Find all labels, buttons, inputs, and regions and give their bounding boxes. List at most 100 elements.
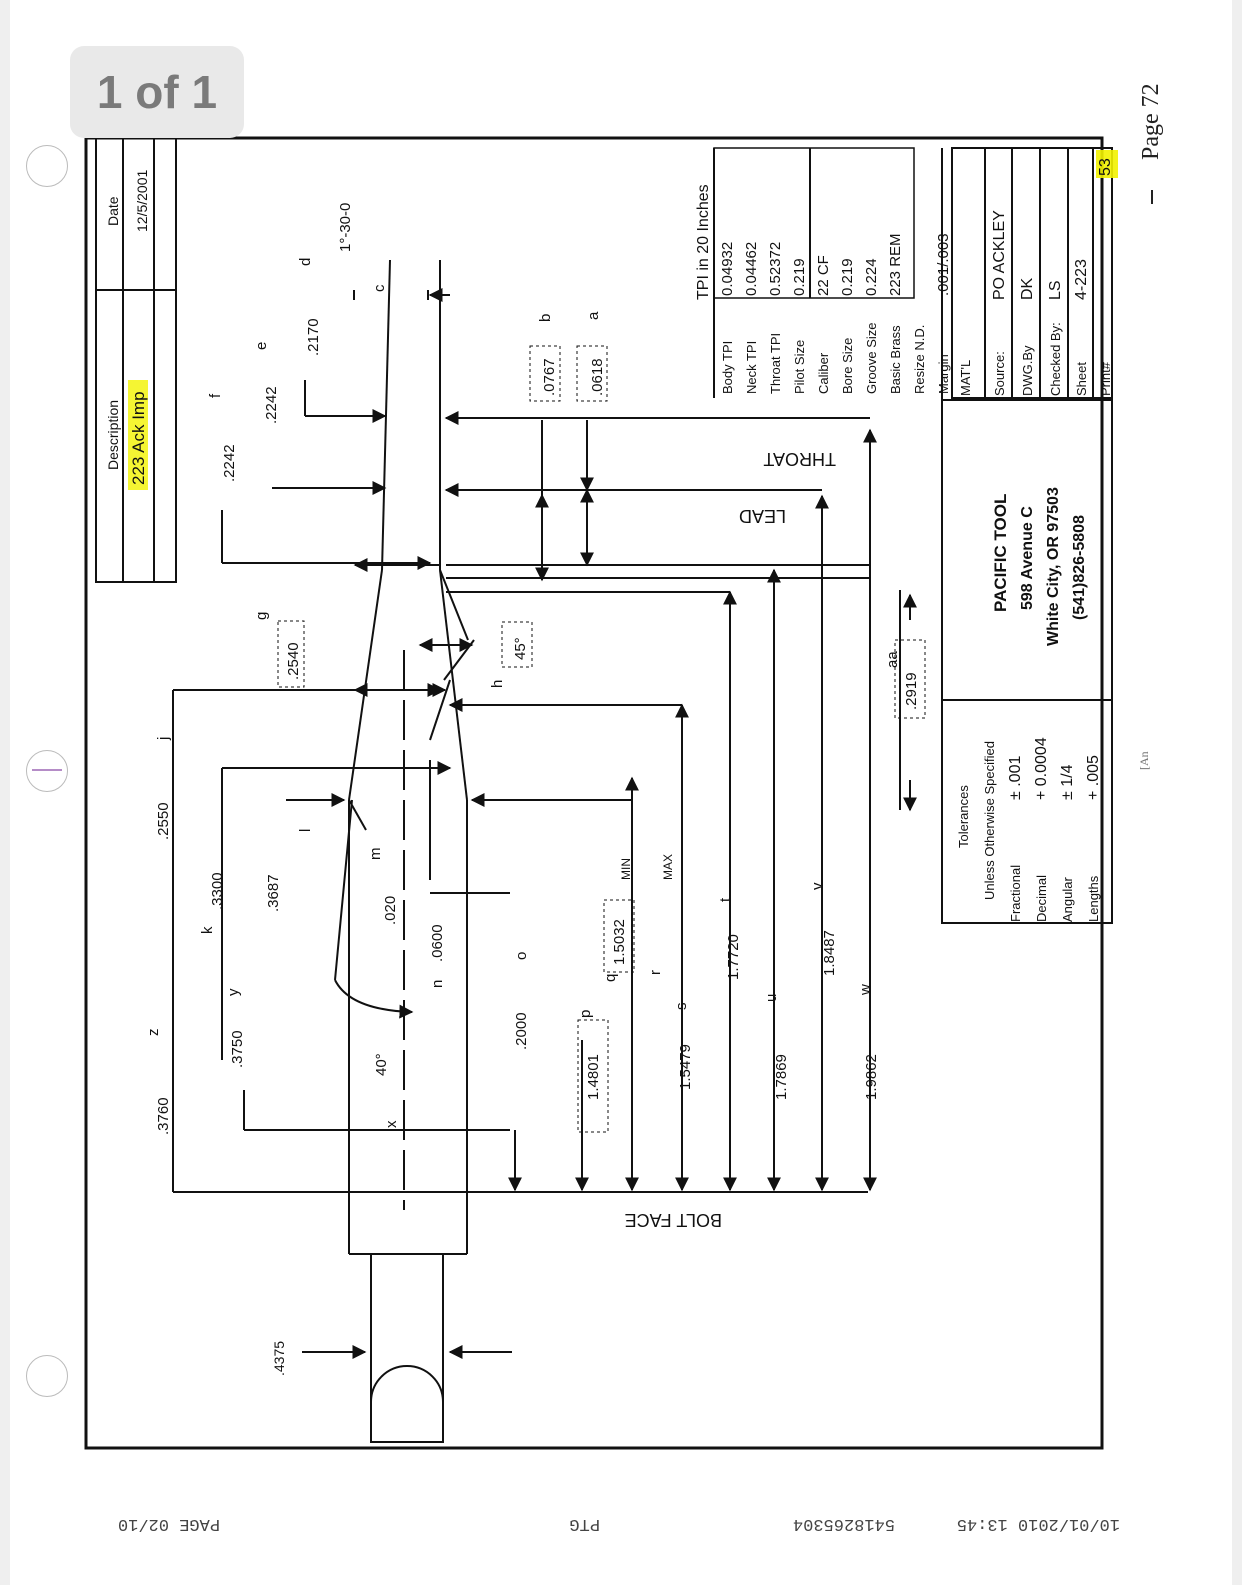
dim-l: l — [297, 829, 314, 832]
info-row-value: PO ACKLEY — [991, 210, 1008, 300]
dim-b-val: .0767 — [541, 358, 558, 396]
dim-d-val: .2170 — [305, 318, 322, 356]
dim-o-val: .2000 — [513, 1012, 530, 1050]
info-row-label: Checked By: — [1048, 322, 1063, 396]
punch-hole — [26, 750, 68, 792]
page-indicator-text: 1 of 1 — [96, 66, 218, 118]
dim-q: q — [602, 974, 619, 982]
tpi-row-value: 22 CF — [815, 255, 832, 296]
info-row-label: Sheet — [1074, 362, 1089, 396]
tolerance-value: ± 1/4 — [1059, 764, 1076, 800]
tpi-row-value: 0.219 — [839, 258, 856, 296]
company-city: White City, OR 97503 — [1045, 487, 1062, 646]
dim-h-val: 45° — [512, 637, 529, 660]
page-label: Page 72 — [1138, 83, 1164, 160]
tolerances-subtitle: Unless Otherwise Specified — [982, 741, 997, 900]
dim-u: u — [763, 994, 780, 1002]
dim-z-val: .3760 — [155, 1097, 172, 1135]
info-row-label: DWG.By — [1020, 345, 1035, 396]
dim-o: o — [513, 952, 530, 960]
tpi-row-value: 0.04932 — [719, 242, 736, 296]
dim-p: p — [577, 1010, 594, 1018]
date-label: Date — [105, 196, 121, 226]
tpi-row-label: Margin — [936, 354, 951, 394]
tpi-row-value: .001/.003 — [935, 233, 952, 296]
dim-max: MAX — [661, 854, 675, 880]
dim-n-val: .0600 — [429, 924, 446, 962]
dim-m-val: .020 — [382, 896, 399, 925]
dim-x: x — [383, 1120, 400, 1128]
info-row-value: 53 — [1097, 158, 1114, 176]
document-page: 1 of 1 — [10, 0, 1232, 1585]
description-label: Description — [105, 400, 121, 470]
dim-j-val: .2550 — [155, 802, 172, 840]
dim-s: s — [673, 1003, 690, 1011]
svg-text:[An: [An — [1137, 751, 1151, 770]
dim-b: b — [537, 314, 554, 322]
dim-aa: aa — [884, 651, 901, 668]
dim-w: w — [857, 984, 874, 996]
description-value: 223 Ack Imp — [129, 391, 148, 485]
fax-phone: 5418265304 — [793, 1514, 895, 1533]
dim-s-val: 1.5479 — [677, 1044, 694, 1090]
punch-hole — [26, 145, 68, 187]
dim-r: r — [647, 970, 664, 975]
dim-y: y — [225, 988, 242, 996]
dim-t: t — [717, 897, 734, 902]
tpi-row-label: Body TPI — [720, 341, 735, 394]
fax-sender: PTG — [569, 1514, 600, 1533]
tpi-row-label: Groove Size — [864, 322, 879, 394]
dim-e-val: .2242 — [263, 386, 280, 424]
print-highlight — [1096, 150, 1118, 178]
dim-f-val: .2242 — [221, 444, 238, 482]
dim-z: z — [145, 1029, 162, 1037]
dim-u-val: 1.7869 — [773, 1054, 790, 1100]
dim-d: d — [297, 258, 314, 266]
dim-l-val: .3687 — [265, 874, 282, 912]
bolt-face-label: BOLT FACE — [625, 1210, 722, 1230]
dim-m: m — [367, 848, 384, 861]
tpi-row-label: Resize N.D. — [912, 325, 927, 394]
dim-v-val: 1.8487 — [821, 930, 838, 976]
tpi-row-value: 0.52372 — [767, 242, 784, 296]
dim-c-val: 1°-30-0 — [337, 203, 354, 252]
tpi-row-value: 0.219 — [791, 258, 808, 296]
dim-p-val: 1.4801 — [585, 1054, 602, 1100]
info-row-value: 4-223 — [1073, 259, 1090, 300]
dim-e: e — [253, 342, 270, 350]
dim-x-val: 40° — [373, 1053, 390, 1076]
dim-c: c — [371, 284, 388, 292]
tolerance-value: ± .001 — [1007, 756, 1024, 800]
dim-q-val: 1.5032 — [611, 919, 628, 965]
tpi-row-label: Caliber — [816, 352, 831, 394]
info-row-value: DK — [1019, 277, 1036, 300]
info-row-label: Print# — [1098, 361, 1113, 396]
dim-a: a — [585, 311, 602, 320]
tolerance-label: Decimal — [1034, 875, 1049, 922]
tpi-row-value: 0.224 — [863, 258, 880, 296]
dim-v: v — [809, 882, 826, 890]
dim-n: n — [429, 980, 446, 988]
company-phone: (541)826-5808 — [1071, 515, 1088, 620]
tolerance-label: Lengths — [1086, 875, 1101, 922]
tolerance-value: + 0.0004 — [1033, 737, 1050, 800]
dim-h: h — [489, 680, 506, 688]
tpi-header: TPI in 20 Inches — [695, 184, 712, 300]
tpi-row-label: Pilot Size — [792, 340, 807, 394]
company-address: 598 Avenue C — [1019, 506, 1036, 610]
dim-w-val: 1.9862 — [863, 1054, 880, 1100]
dim-a-val: .0618 — [589, 358, 606, 396]
date-value: 12/5/2001 — [134, 170, 150, 232]
dim-g: g — [253, 612, 270, 620]
tolerances-title: Tolerances — [956, 785, 971, 848]
tolerance-label: Angular — [1060, 877, 1075, 922]
tpi-row-label: Basic Brass — [888, 325, 903, 394]
dim-min: MIN — [619, 858, 633, 880]
dim-g-val: .2540 — [285, 642, 302, 680]
dim-k-val: .3300 — [209, 872, 226, 910]
technical-drawing: Description 223 Ack Imp Date 12/5/2001 .… — [84, 83, 1164, 1533]
tolerance-value: + .005 — [1085, 755, 1102, 800]
tpi-row-value: 0.04462 — [743, 242, 760, 296]
fax-page: PAGE 02/10 — [118, 1514, 220, 1533]
info-row-label: Source: — [992, 351, 1007, 396]
